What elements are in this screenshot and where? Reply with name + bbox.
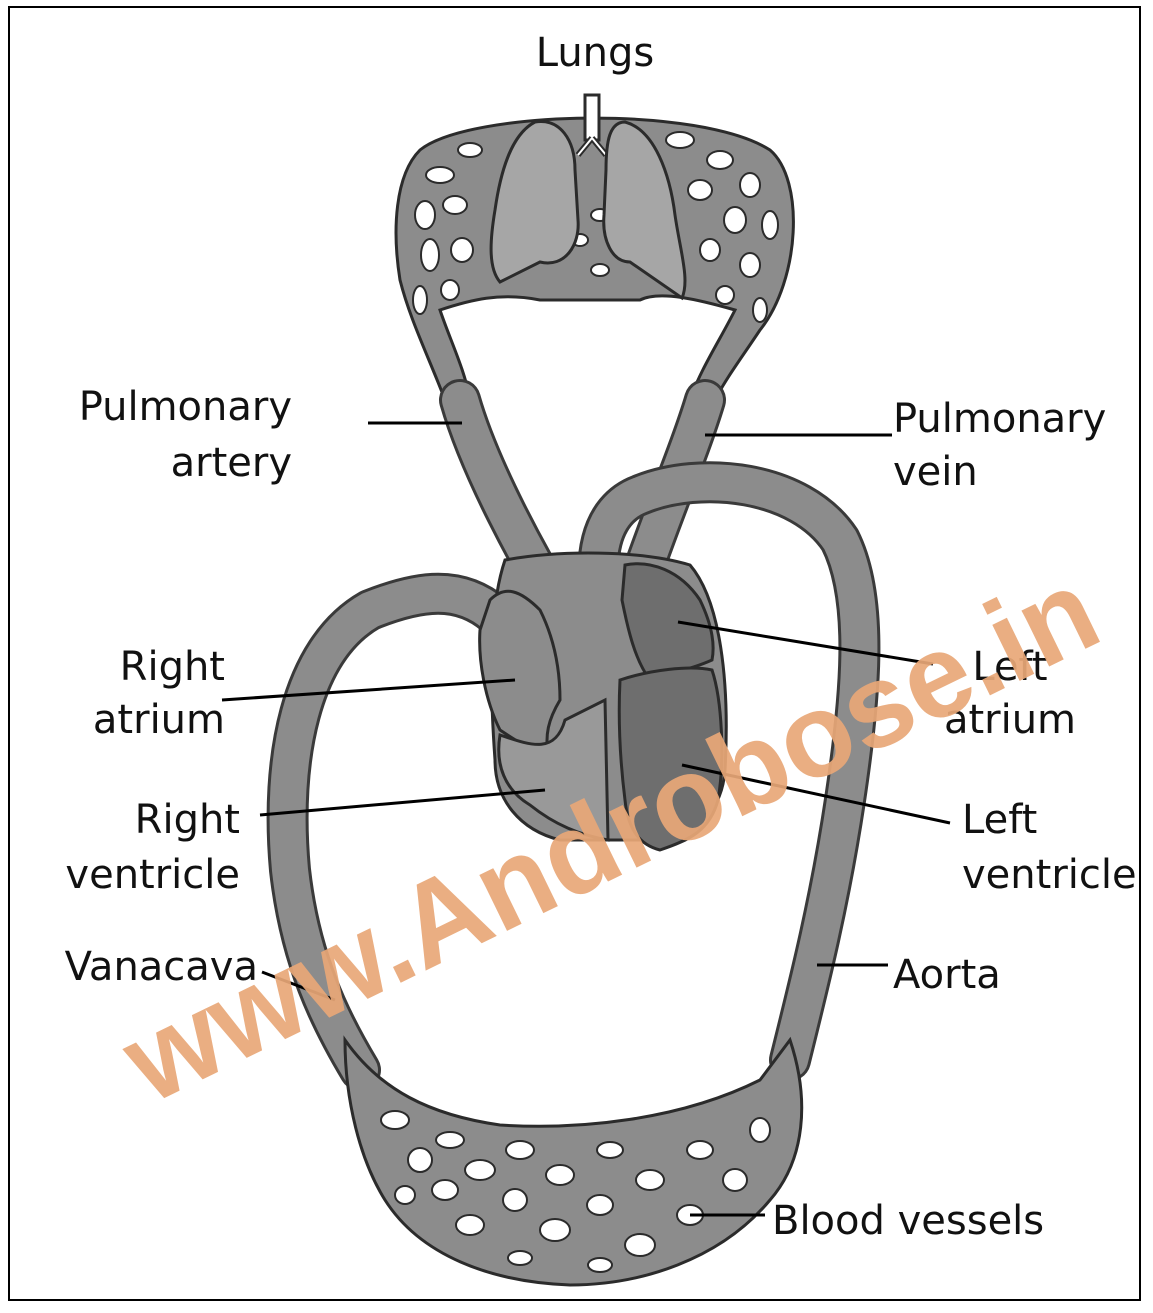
label-left-ventricle-line1: Left xyxy=(962,797,1037,843)
label-blood-vessels: Blood vessels xyxy=(772,1198,1044,1244)
label-left-ventricle-line2: ventricle xyxy=(962,852,1137,898)
blood-vessels-network xyxy=(345,1040,802,1285)
right-atrium-leader xyxy=(222,680,515,700)
label-right-atrium-line2: atrium xyxy=(93,697,225,743)
label-aorta: Aorta xyxy=(893,952,1001,998)
label-right-ventricle-line2: ventricle xyxy=(65,852,240,898)
label-right-ventricle-line1: Right xyxy=(135,797,240,843)
label-pulmonary-artery-line1: Pulmonary xyxy=(79,384,292,430)
label-pulmonary-artery-line2: artery xyxy=(171,440,292,486)
label-lungs: Lungs xyxy=(536,30,655,76)
label-right-atrium-line1: Right xyxy=(120,644,225,690)
label-pulmonary-vein-line2: vein xyxy=(893,449,978,495)
label-pulmonary-vein-line1: Pulmonary xyxy=(893,396,1106,442)
lung-capillary-network xyxy=(396,118,793,400)
